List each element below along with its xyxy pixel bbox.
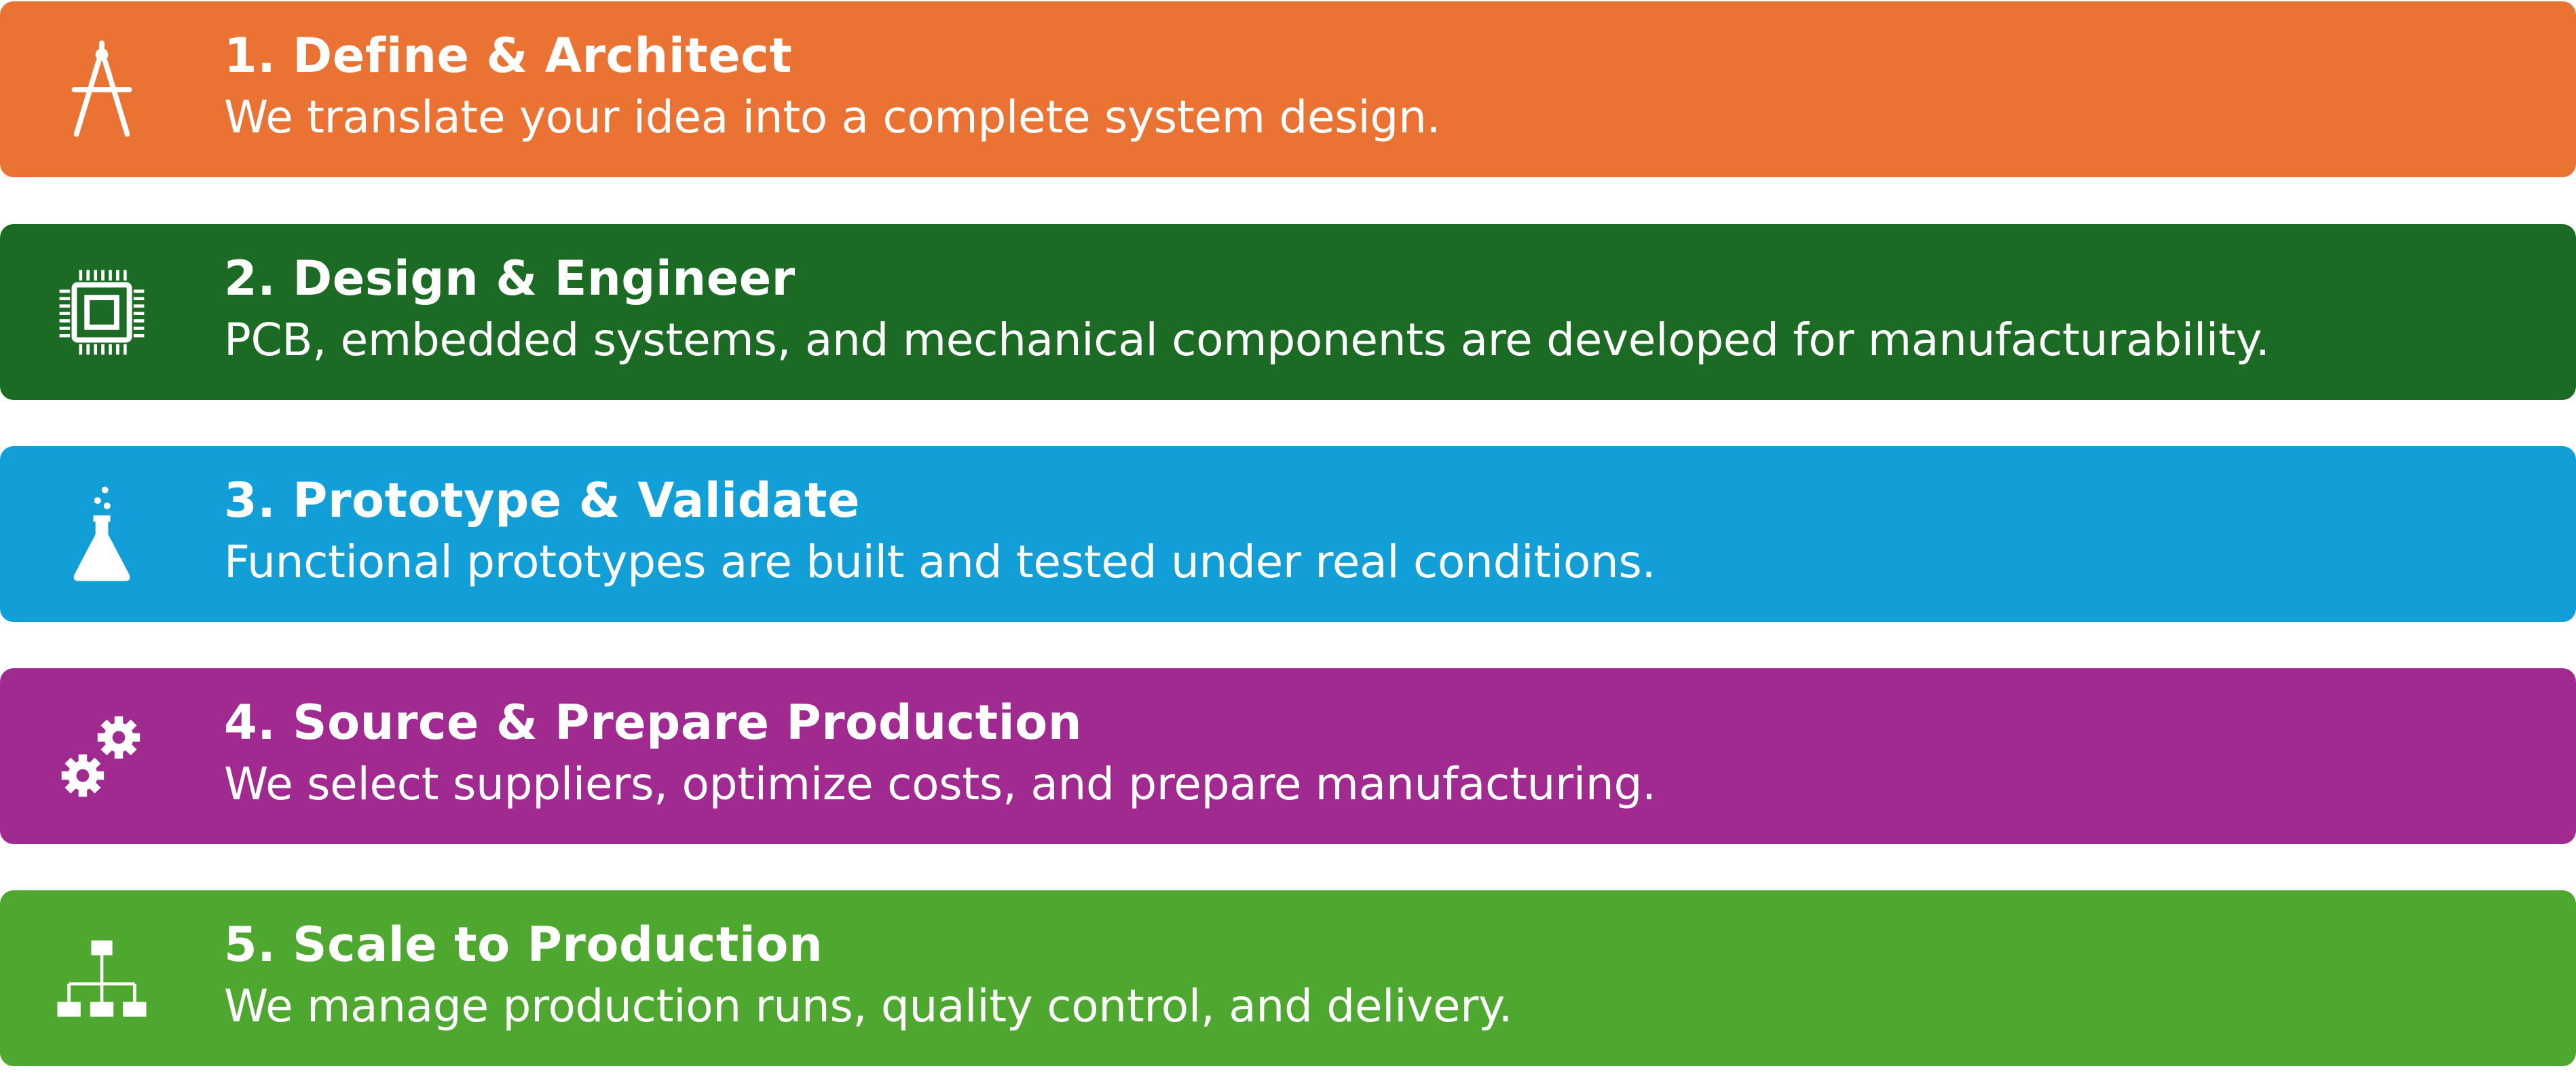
microchip-icon	[49, 259, 155, 365]
step-title: 5. Scale to Production	[224, 917, 823, 972]
step-title: 2. Design & Engineer	[224, 251, 796, 306]
step-1: 1. Define & Architect We translate your …	[0, 1, 2576, 177]
drafting-compass-icon	[49, 37, 155, 143]
step-title: 3. Prototype & Validate	[224, 473, 860, 528]
step-description: Functional prototypes are built and test…	[224, 536, 1656, 588]
step-description: PCB, embedded systems, and mechanical co…	[224, 314, 2270, 366]
step-5: 5. Scale to Production We manage product…	[0, 890, 2576, 1066]
step-description: We translate your idea into a complete s…	[224, 91, 1441, 143]
step-description: We select suppliers, optimize costs, and…	[224, 758, 1656, 810]
step-title: 1. Define & Architect	[224, 28, 793, 84]
step-2: 2. Design & Engineer PCB, embedded syste…	[0, 224, 2576, 400]
step-4: 4. Source & Prepare Production We select…	[0, 668, 2576, 844]
flask-icon	[49, 481, 155, 587]
step-3: 3. Prototype & Validate Functional proto…	[0, 446, 2576, 622]
org-chart-icon	[49, 926, 155, 1032]
step-title: 4. Source & Prepare Production	[224, 695, 1083, 750]
step-description: We manage production runs, quality contr…	[224, 980, 1513, 1032]
gears-icon	[49, 704, 155, 809]
